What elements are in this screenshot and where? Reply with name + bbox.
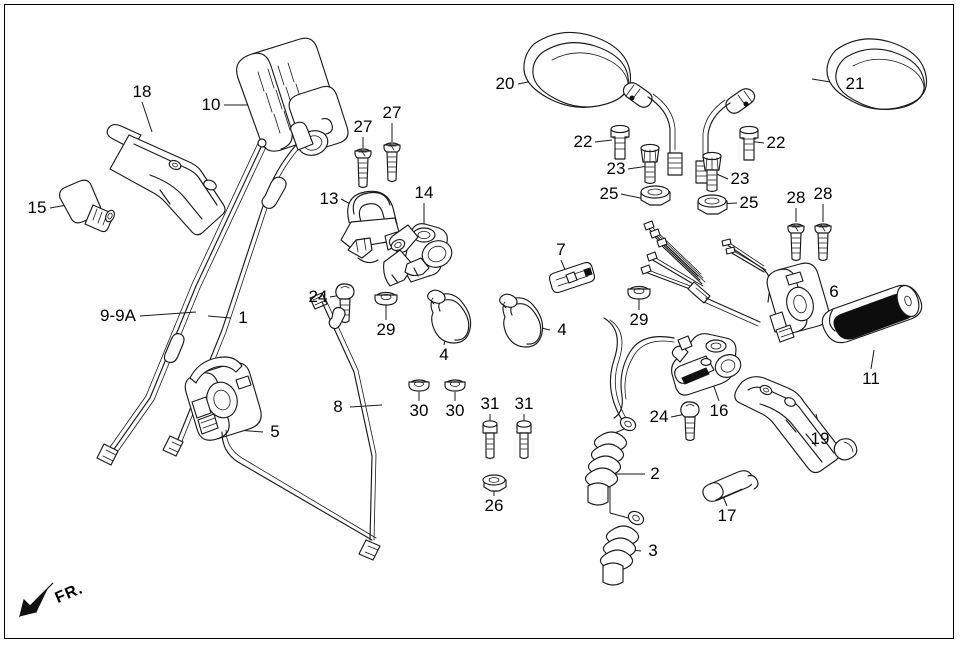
part-28-screws — [787, 223, 832, 262]
wiring-harness — [640, 220, 771, 327]
callout-30-b: 30 — [445, 401, 465, 420]
part-20-left-mirror — [523, 31, 683, 176]
callout-22-a: 22 — [573, 132, 593, 151]
callout-21: 21 — [845, 74, 865, 93]
part-18-left-brake-lever — [106, 123, 226, 236]
part-17-rubber-cap — [702, 470, 759, 502]
callout-16: 16 — [709, 401, 729, 420]
part-10-throttle-grip-tube — [236, 37, 349, 156]
part-11-handlebar-grip — [821, 284, 923, 344]
callout-13: 13 — [319, 189, 339, 208]
callout-1: 1 — [238, 308, 248, 327]
callout-25-a: 25 — [599, 184, 619, 203]
part-16-brake-master-cylinder — [613, 333, 742, 419]
part-4-band-clamp-b — [499, 293, 544, 348]
callout-25-b: 25 — [739, 193, 759, 212]
part-21-right-mirror — [695, 38, 928, 184]
part-22-mirror-spacer-left — [610, 124, 630, 160]
callout-5: 5 — [270, 422, 280, 441]
part-14-lever-bracket-holder — [383, 223, 453, 287]
callout-27-b: 27 — [382, 103, 402, 122]
part-25-hex-nut-left — [640, 185, 671, 206]
part-26-lock-nut — [482, 474, 507, 492]
part-31-hex-flange-bolt-a — [482, 420, 498, 460]
callout-7: 7 — [556, 240, 566, 259]
part-2-cable-boot-upper — [584, 317, 637, 506]
callout-18: 18 — [132, 82, 152, 101]
part-9-9A-brake-cable — [96, 138, 267, 466]
callout-26: 26 — [484, 496, 504, 515]
callout-15: 15 — [27, 198, 47, 217]
part-23-mirror-adapter-right — [702, 151, 722, 193]
callout-9-9A: 9-9A — [100, 306, 136, 325]
part-7-wire-clip — [548, 261, 596, 294]
part-29-flange-washer-left — [374, 291, 398, 306]
callout-8: 8 — [333, 397, 343, 416]
callout-17: 17 — [717, 506, 737, 525]
part-25-hex-nut-right — [697, 194, 728, 215]
part-31-hex-flange-bolt-b — [516, 420, 532, 460]
callout-14: 14 — [414, 183, 434, 202]
part-6-right-handlebar-switch — [766, 262, 830, 343]
part-30-plain-washer-a — [408, 379, 430, 392]
callout-19: 19 — [810, 429, 830, 448]
callout-29-b: 29 — [629, 310, 649, 329]
callout-24-b: 24 — [649, 407, 669, 426]
callout-4-b: 4 — [557, 320, 567, 339]
callout-23-a: 23 — [606, 159, 626, 178]
callout-29-a: 29 — [376, 320, 396, 339]
callout-31-b: 31 — [514, 394, 534, 413]
part-22-mirror-spacer-right — [739, 125, 759, 161]
callout-30-a: 30 — [409, 401, 429, 420]
fr-direction-arrow — [19, 582, 54, 618]
callout-31-a: 31 — [480, 394, 500, 413]
part-29-flange-washer-right — [627, 285, 651, 300]
part-4-band-clamp-a — [427, 289, 472, 344]
part-8-choke-cable — [309, 292, 381, 561]
part-30-plain-washer-b — [444, 379, 466, 392]
part-3-cable-boot-lower — [599, 510, 645, 586]
part-5-left-handlebar-switch — [184, 356, 377, 541]
part-15-cable-adjuster-boot — [59, 179, 115, 233]
callout-28-b: 28 — [813, 184, 833, 203]
callout-6: 6 — [829, 282, 839, 301]
callout-23-b: 23 — [730, 169, 750, 188]
callout-3: 3 — [648, 541, 658, 560]
callout-20: 20 — [495, 74, 515, 93]
part-19-right-brake-lever — [734, 376, 858, 474]
part-1-throttle-cable — [162, 121, 314, 457]
part-24-flange-bolt-right — [680, 401, 700, 442]
callout-2: 2 — [650, 464, 660, 483]
part-13-cable-holder-clamp — [340, 190, 401, 264]
callout-27-a: 27 — [353, 117, 373, 136]
part-27-screws — [354, 142, 401, 189]
callout-22-b: 22 — [766, 133, 786, 152]
callout-24-a: 24 — [308, 287, 328, 306]
callout-4-a: 4 — [439, 345, 449, 364]
callout-11: 11 — [862, 369, 880, 388]
callout-28-a: 28 — [786, 188, 806, 207]
callout-10: 10 — [201, 95, 221, 114]
part-23-mirror-adapter-left — [640, 143, 660, 185]
